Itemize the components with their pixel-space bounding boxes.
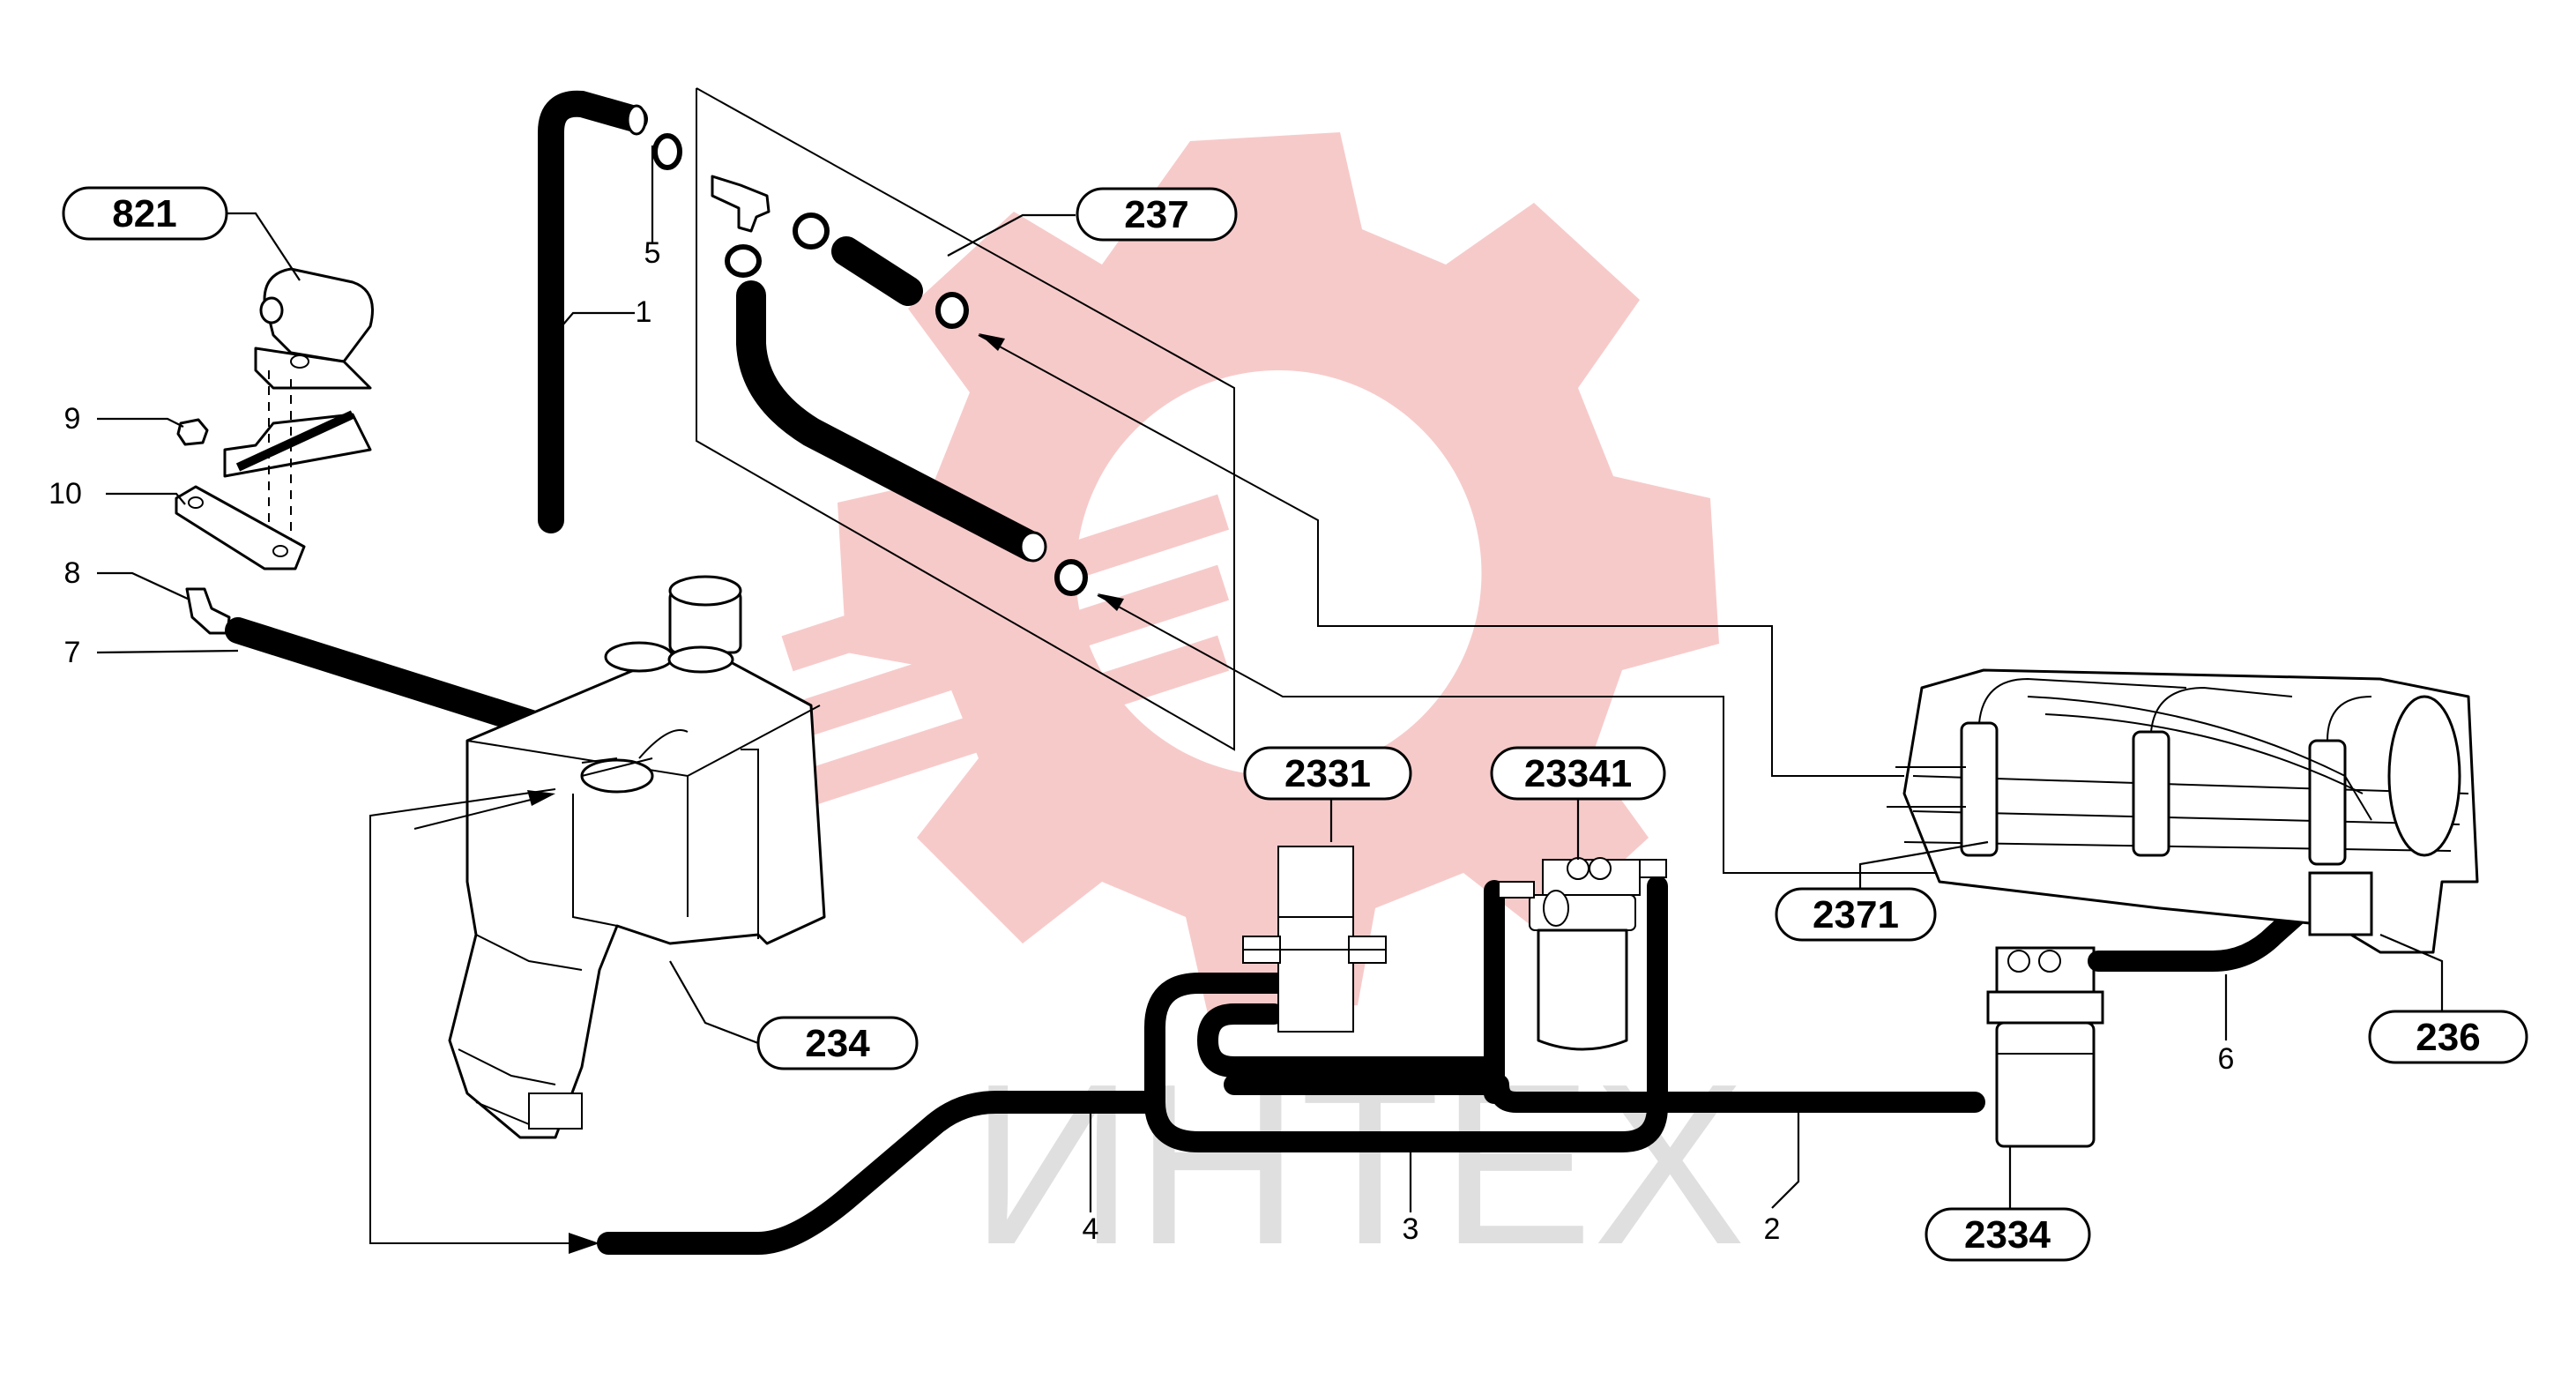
callout-234: 234 bbox=[756, 1016, 919, 1070]
tank-return-arrow bbox=[413, 797, 539, 830]
callout-2371: 2371 bbox=[1775, 887, 1937, 942]
label-9: 9 bbox=[64, 402, 81, 436]
watermark-stripe-3 bbox=[781, 635, 1230, 813]
callout-237-text: 237 bbox=[1124, 193, 1188, 236]
label-7: 7 bbox=[64, 636, 81, 669]
hose-3-outer bbox=[1144, 973, 1668, 1152]
callout-2334-text: 2334 bbox=[1964, 1213, 2051, 1257]
group-237-frame bbox=[696, 87, 1235, 751]
device-2331 bbox=[1242, 846, 1387, 1033]
callout-236: 236 bbox=[2368, 1010, 2528, 1064]
callout-2331: 2331 bbox=[1243, 746, 1412, 801]
callout-2334: 2334 bbox=[1925, 1207, 2091, 1262]
leader-lines bbox=[96, 145, 2444, 1212]
clamp-c bbox=[725, 244, 762, 278]
tee-fitting bbox=[711, 175, 771, 233]
callout-237: 237 bbox=[1076, 187, 1238, 242]
arrow-head-lower bbox=[1098, 593, 1124, 611]
arrow-line-upper bbox=[978, 334, 1904, 777]
watermark-gear bbox=[838, 132, 1719, 1014]
label-5: 5 bbox=[644, 236, 661, 270]
label-2: 2 bbox=[1764, 1212, 1781, 1246]
group-237-parts bbox=[711, 175, 1088, 596]
elbow-8 bbox=[185, 587, 231, 635]
callout-2371-text: 2371 bbox=[1813, 893, 1899, 936]
hose-1 bbox=[538, 90, 648, 533]
callout-821-text: 821 bbox=[112, 192, 176, 235]
long-hose-end bbox=[1019, 531, 1047, 563]
short-hose bbox=[831, 236, 923, 306]
plate-10-hole-b bbox=[272, 545, 288, 557]
clamp-b bbox=[935, 292, 969, 329]
plate-10 bbox=[175, 485, 306, 570]
hose-6 bbox=[2088, 889, 2325, 972]
callout-236-text: 236 bbox=[2416, 1016, 2480, 1059]
engine-236 bbox=[1887, 668, 2479, 954]
clamp-d bbox=[1054, 559, 1088, 596]
label-8: 8 bbox=[64, 556, 81, 590]
label-4: 4 bbox=[1083, 1212, 1099, 1246]
hose-3-inner bbox=[1197, 1003, 1500, 1078]
nut-9 bbox=[176, 418, 209, 446]
label-10: 10 bbox=[48, 477, 82, 511]
arrow-line-lower bbox=[1097, 594, 1966, 874]
label-1: 1 bbox=[636, 295, 652, 329]
callout-23341-text: 23341 bbox=[1524, 752, 1632, 795]
hose-4 bbox=[597, 1091, 1158, 1255]
hose-1-end bbox=[626, 104, 647, 136]
clamp-a bbox=[793, 213, 830, 250]
callout-2331-text: 2331 bbox=[1284, 752, 1371, 795]
fuel-tank-234 bbox=[448, 575, 826, 1139]
watermark-stripe-1 bbox=[781, 494, 1230, 672]
plate-10-hole-a bbox=[188, 496, 204, 509]
clamp-5 bbox=[652, 133, 682, 170]
tank-outlet-arrow-head bbox=[569, 1233, 599, 1254]
device-2334 bbox=[1986, 946, 2104, 1148]
bracket-821 bbox=[223, 267, 374, 478]
tank-outlet-arrow bbox=[369, 788, 582, 1244]
callout-23341: 23341 bbox=[1490, 746, 1666, 801]
long-hose bbox=[736, 280, 1046, 562]
filter-23341 bbox=[1498, 857, 1667, 1051]
callout-821: 821 bbox=[62, 186, 228, 241]
callout-234-text: 234 bbox=[805, 1022, 870, 1065]
arrow-head-upper bbox=[979, 333, 1005, 351]
tank-return-arrow-head bbox=[527, 790, 555, 806]
label-6: 6 bbox=[2218, 1042, 2235, 1076]
label-3: 3 bbox=[1403, 1212, 1419, 1246]
